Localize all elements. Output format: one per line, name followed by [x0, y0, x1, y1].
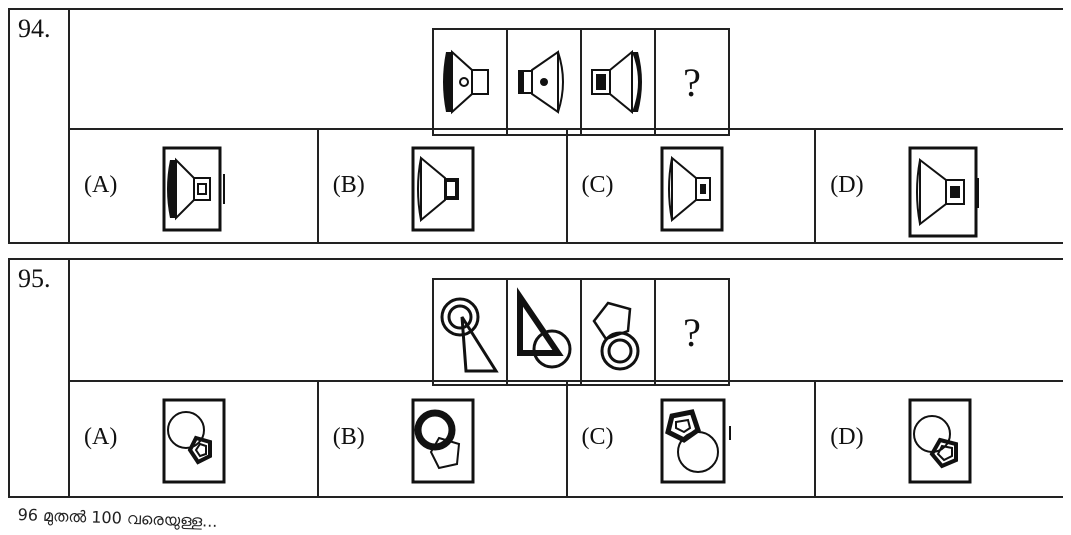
option-a[interactable]: (A): [70, 382, 319, 498]
option-label: (D): [830, 424, 863, 451]
question-number: 94.: [18, 14, 51, 44]
answer-options: (A) (B) (C): [70, 380, 1063, 498]
footer-instruction: 96 മുതൽ 100 വരെയുള്ള...: [17, 505, 217, 532]
figure-series: ?: [432, 28, 730, 136]
speaker-left-icon: [440, 42, 500, 122]
circle-pentagon-option-b-icon: [409, 396, 479, 488]
option-label: (A): [84, 424, 117, 451]
series-cell: [508, 280, 582, 384]
series-cell: [582, 30, 656, 134]
speaker-option-d-icon: [906, 144, 982, 240]
speaker-option-b-icon: [409, 144, 479, 234]
answer-options: (A) (B): [70, 128, 1063, 244]
series-cell: [508, 30, 582, 134]
pentagon-circle-icon: [586, 287, 650, 377]
option-label: (B): [333, 424, 365, 451]
option-b[interactable]: (B): [319, 382, 568, 498]
option-c[interactable]: (C): [568, 130, 817, 244]
question-mark: ?: [683, 59, 701, 106]
circle-pentagon-option-a-icon: [160, 396, 230, 488]
question-number-column: [8, 258, 70, 498]
series-cell: [434, 280, 508, 384]
series-question-cell: ?: [656, 280, 728, 384]
option-d[interactable]: (D): [816, 382, 1063, 498]
question-94: 94.: [8, 8, 1063, 244]
triangle-circle-icon: [512, 287, 576, 377]
option-label: (D): [830, 172, 863, 199]
figure-series: ?: [432, 278, 730, 386]
speaker-option-a-icon: [160, 144, 230, 234]
series-question-cell: ?: [656, 30, 728, 134]
option-d[interactable]: (D): [816, 130, 1063, 244]
question-95: 95.: [8, 258, 1063, 498]
speaker-right-icon: [514, 42, 574, 122]
speaker-option-c-icon: [658, 144, 728, 234]
speaker-right-outline-icon: [588, 42, 648, 122]
question-number: 95.: [18, 264, 51, 294]
option-c[interactable]: (C): [568, 382, 817, 498]
circle-pentagon-option-d-icon: [906, 396, 976, 488]
option-label: (B): [333, 172, 365, 199]
circle-pentagon-option-c-icon: [658, 396, 734, 488]
option-label: (A): [84, 172, 117, 199]
option-a[interactable]: (A): [70, 130, 319, 244]
series-cell: [434, 30, 508, 134]
question-mark: ?: [683, 309, 701, 356]
option-label: (C): [582, 172, 614, 199]
option-b[interactable]: (B): [319, 130, 568, 244]
series-cell: [582, 280, 656, 384]
circle-triangle-icon: [438, 287, 502, 377]
option-label: (C): [582, 424, 614, 451]
